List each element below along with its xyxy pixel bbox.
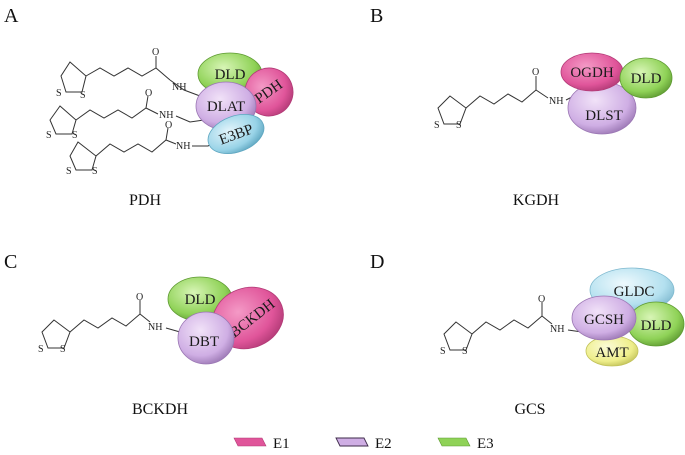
svg-text:DLST: DLST	[585, 108, 623, 124]
sulfur-atom: S	[440, 346, 446, 357]
amide-nh: NH	[549, 96, 563, 107]
panel-a-caption: PDH	[129, 192, 161, 209]
oxygen-atom: O	[152, 47, 159, 58]
svg-text:DLAT: DLAT	[207, 99, 245, 115]
panel-d-caption: GCS	[514, 401, 545, 418]
sulfur-atom: S	[56, 88, 62, 99]
enzyme-gcsh: GCSH	[571, 295, 637, 341]
enzyme-dld: DLD	[627, 301, 685, 347]
lipoyl-chain-a3: S S O NH	[66, 120, 221, 177]
legend-label-e2: E2	[375, 436, 392, 452]
sulfur-atom: S	[38, 344, 44, 355]
oxygen-atom: O	[165, 120, 172, 131]
enzyme-dlst: DLST	[567, 81, 637, 135]
svg-text:DLD: DLD	[631, 71, 662, 87]
legend: E1 E2 E3	[233, 436, 494, 452]
legend-swatch-e3	[437, 437, 471, 447]
svg-text:OGDH: OGDH	[570, 65, 613, 81]
legend-label-e1: E1	[273, 436, 290, 452]
panel-a-letter: A	[4, 5, 19, 27]
enzyme-ogdh: OGDH	[560, 52, 624, 92]
amide-nh: NH	[148, 322, 162, 333]
enzyme-dld: DLD	[619, 57, 673, 99]
oxygen-atom: O	[532, 67, 539, 78]
svg-text:DLD: DLD	[215, 67, 246, 83]
panel-b: B S S O NH DLST OGDH DLD KGDH	[370, 5, 673, 209]
svg-text:AMT: AMT	[595, 345, 628, 361]
svg-text:DLD: DLD	[641, 318, 672, 334]
amide-nh: NH	[176, 141, 190, 152]
legend-item-e2: E2	[335, 436, 392, 452]
lipoyl-chain-d: S S O NH	[440, 294, 583, 357]
panel-d-letter: D	[370, 251, 384, 273]
sulfur-atom: S	[80, 90, 86, 101]
enzyme-dbt: DBT	[177, 311, 235, 365]
panel-c-letter: C	[4, 251, 17, 273]
enzyme-e3bp: E3BP	[207, 113, 265, 155]
panel-b-caption: KGDH	[513, 192, 560, 209]
legend-swatch-e1	[233, 437, 267, 447]
svg-text:DLD: DLD	[185, 292, 216, 308]
legend-swatch-e2	[335, 437, 369, 447]
panel-b-letter: B	[370, 5, 383, 27]
enzyme-pdh: PDH	[244, 67, 294, 117]
svg-text:GLDC: GLDC	[614, 284, 655, 300]
amide-nh: NH	[159, 110, 173, 121]
lipoyl-chain-b: S S O NH	[434, 67, 579, 131]
sulfur-atom: S	[66, 166, 72, 177]
amide-nh: NH	[172, 82, 186, 93]
sulfur-atom: S	[46, 130, 52, 141]
sulfur-atom: S	[456, 120, 462, 131]
lipoyl-chain-c: S S O NH	[38, 292, 181, 355]
panel-d: D S S O NH GLDC DLD AMT GCSH GCS	[370, 251, 685, 418]
legend-item-e1: E1	[233, 436, 290, 452]
panel-c-caption: BCKDH	[132, 401, 188, 418]
oxygen-atom: O	[145, 88, 152, 99]
panel-c: C S S O NH DLD BCKDH DBT BCKDH	[4, 251, 284, 418]
sulfur-atom: S	[462, 346, 468, 357]
lipoyl-chain-a1: S S O NH	[56, 47, 201, 101]
svg-text:GCSH: GCSH	[584, 312, 624, 328]
panel-a: A S S O NH S S O NH	[4, 5, 294, 209]
amide-nh: NH	[550, 324, 564, 335]
sulfur-atom: S	[72, 130, 78, 141]
sulfur-atom: S	[60, 344, 66, 355]
svg-text:DBT: DBT	[189, 334, 219, 350]
sulfur-atom: S	[92, 166, 98, 177]
lipoyl-chain-a2: S S O NH	[46, 88, 205, 141]
enzyme-amt: AMT	[585, 335, 639, 367]
legend-label-e3: E3	[477, 436, 494, 452]
oxygen-atom: O	[538, 294, 545, 305]
sulfur-atom: S	[434, 120, 440, 131]
legend-item-e3: E3	[437, 436, 494, 452]
oxygen-atom: O	[136, 292, 143, 303]
